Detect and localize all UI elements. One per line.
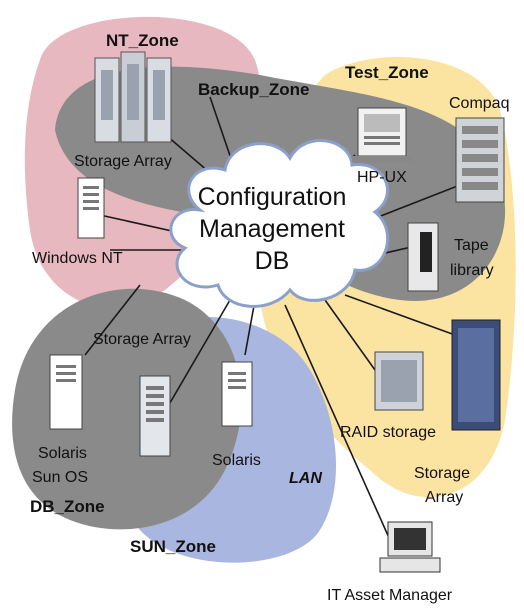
cmdb-label-line1: Configuration: [198, 183, 347, 211]
tape-library-label-line2: library: [450, 262, 494, 279]
hpux-label: HP-UX: [357, 169, 407, 186]
it-asset-manager-computer-icon: [379, 521, 441, 573]
solaris-sunos-label-line2: Sun OS: [32, 469, 88, 486]
storage-array-test-label-line1: Storage: [414, 465, 470, 482]
test-zone-label: Test_Zone: [345, 63, 429, 82]
compaq-server-icon: [455, 117, 505, 203]
storage-array-db-label: Storage Array: [93, 331, 191, 348]
db-zone-shape: [12, 288, 242, 530]
storage-array-nt-label: Storage Array: [74, 153, 172, 170]
sun-zone-label: SUN_Zone: [130, 537, 216, 556]
compaq-label: Compaq: [449, 95, 509, 112]
it-asset-manager-label: IT Asset Manager: [327, 587, 453, 604]
backup-zone-label: Backup_Zone: [198, 80, 309, 99]
tape-library-label-line1: Tape: [454, 237, 489, 254]
storage-array-nt-icon: [94, 51, 172, 143]
windows-nt-server-icon: [77, 177, 105, 239]
solaris-sunos-server-icon: [49, 354, 83, 430]
solaris-sunos-label-line1: Solaris: [38, 445, 87, 462]
cmdb-cloud: [169, 139, 390, 308]
nt-zone-label: NT_Zone: [106, 31, 179, 50]
db-zone-label: DB_Zone: [30, 497, 105, 516]
windows-nt-label: Windows NT: [32, 250, 123, 267]
storage-array-test-icon: [451, 319, 501, 431]
tape-library-icon: [407, 222, 439, 292]
cmdb-label-line3: DB: [255, 247, 290, 275]
hpux-server-icon: [352, 107, 412, 162]
solaris-server-icon: [221, 361, 253, 427]
lan-label: LAN: [289, 470, 322, 487]
storage-array-db-icon: [139, 375, 171, 457]
storage-array-test-label-line2: Array: [425, 489, 463, 506]
raid-storage-icon: [374, 351, 424, 411]
solaris-label: Solaris: [212, 452, 261, 469]
raid-storage-label: RAID storage: [340, 424, 436, 441]
cmdb-label-line2: Management: [199, 215, 345, 243]
